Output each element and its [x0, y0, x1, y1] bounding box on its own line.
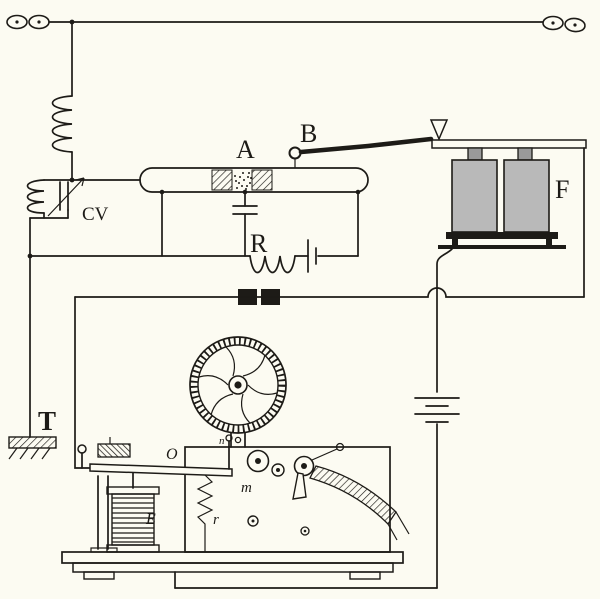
stand-leg-left — [452, 239, 458, 245]
insulator-right-icon — [542, 15, 586, 33]
cell-terminal-right — [517, 147, 533, 161]
wheel-spokes — [198, 346, 278, 424]
cell-terminal-left — [467, 147, 483, 161]
antenna-wire — [6, 14, 586, 33]
contact-b: B — [288, 119, 449, 168]
label-pivot: O — [166, 446, 178, 463]
cv-arrow-icon — [47, 177, 85, 217]
return-spring: r — [196, 474, 219, 552]
coherer-plug-left — [211, 169, 233, 191]
tuning-coil-secondary — [26, 179, 45, 214]
armature-lever: O m — [89, 434, 252, 496]
tape-strip — [309, 465, 410, 541]
switch-arm — [298, 136, 434, 155]
main-battery — [174, 397, 460, 589]
base-plate — [61, 551, 404, 580]
pawl — [292, 472, 307, 500]
battery-stand-base — [438, 245, 566, 249]
lever-pivot-wheel — [293, 455, 315, 477]
adjuster-block — [97, 443, 131, 458]
coherer-filings — [234, 172, 252, 190]
coil-windings — [112, 497, 154, 543]
label-guide: n — [219, 435, 225, 447]
binding-post — [77, 444, 87, 469]
coherer-plug-right — [251, 169, 273, 191]
relay-r-coil — [249, 255, 296, 274]
ink-rollers — [246, 442, 345, 500]
stand-leg-right — [546, 239, 552, 245]
battery-cell-1 — [451, 159, 498, 233]
contact-wedge-icon — [429, 119, 449, 141]
label-coherer: A — [236, 135, 255, 164]
relay-loop: R — [29, 189, 361, 305]
pivot-post — [90, 437, 131, 553]
electromagnet-e: E — [106, 472, 160, 553]
battery-top-bar — [431, 139, 587, 149]
insulator-left-icon — [6, 14, 50, 30]
screw-heads — [247, 515, 310, 536]
label-variable-capacitor: CV — [82, 204, 109, 225]
battery-down-lead — [436, 248, 453, 393]
label-relay: R — [250, 229, 268, 258]
register-feed-wire — [74, 296, 96, 469]
base-foot-right — [349, 571, 381, 580]
base-foot-left — [83, 571, 115, 580]
wheel-hub — [228, 375, 248, 395]
wheel-rim-ticks — [190, 337, 286, 433]
earth-ground-icon — [8, 436, 57, 460]
tape-reel-wheel — [189, 336, 287, 434]
morse-register: n — [61, 336, 410, 580]
variable-capacitor — [47, 177, 85, 219]
earth-branch: T — [8, 217, 57, 460]
lead-in-wire — [51, 21, 73, 181]
battery-f-assembly: F — [431, 139, 587, 393]
coherer-tube: A — [139, 135, 369, 193]
battery-stand-top — [446, 232, 558, 239]
tuning-coil-primary — [51, 95, 73, 153]
battery-cell-2 — [503, 159, 550, 233]
ink-layer: CV T — [6, 14, 587, 589]
relay-battery-icon — [307, 239, 317, 273]
label-earth: T — [38, 406, 56, 436]
label-armature: m — [241, 480, 252, 496]
label-local-battery: F — [555, 175, 569, 204]
tuning-tank: CV — [26, 177, 141, 225]
label-electromagnet: E — [145, 511, 156, 528]
blocking-capacitor — [232, 189, 258, 257]
local-circuit-wire — [74, 287, 585, 298]
label-contact: B — [300, 119, 317, 148]
label-spring: r — [213, 512, 219, 528]
